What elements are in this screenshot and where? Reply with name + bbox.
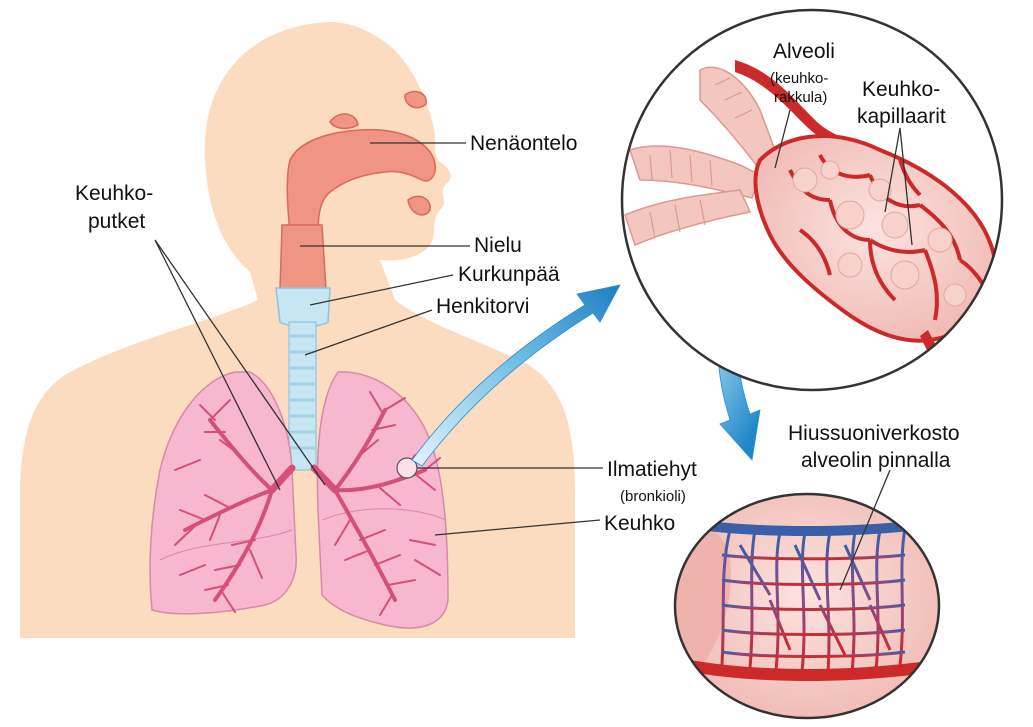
capillary-network-zoom-panel (675, 494, 939, 718)
label-capillaries-line1: Keuhko- (862, 78, 940, 101)
label-alveoli: Alveoli (773, 40, 835, 63)
larynx (276, 288, 330, 327)
label-bronchiole-sub: (bronkioli) (620, 488, 686, 505)
label-bronchiole: Ilmatiehyt (607, 458, 697, 481)
label-bronchi-line2: putket (88, 210, 145, 233)
label-larynx: Kurkunpää (458, 263, 560, 286)
label-lung: Keuhko (604, 512, 675, 535)
label-capillary-network-line1: Hiussuoniverkosto (788, 422, 960, 445)
label-nasal-cavity: Nenäontelo (470, 132, 577, 155)
label-capillaries-line2: kapillaarit (857, 105, 946, 128)
label-capillary-network-line2: alveolin pinnalla (801, 449, 951, 472)
label-bronchi-line1: Keuhko- (75, 182, 153, 205)
alveoli-zoom-panel (622, 10, 1002, 390)
label-alveoli-sub1: (keuhko- (770, 70, 828, 87)
pharynx (280, 225, 326, 290)
trachea (289, 322, 316, 470)
label-pharynx: Nielu (474, 234, 522, 257)
label-alveoli-sub2: rakkula) (774, 89, 827, 106)
label-trachea: Henkitorvi (436, 295, 529, 318)
